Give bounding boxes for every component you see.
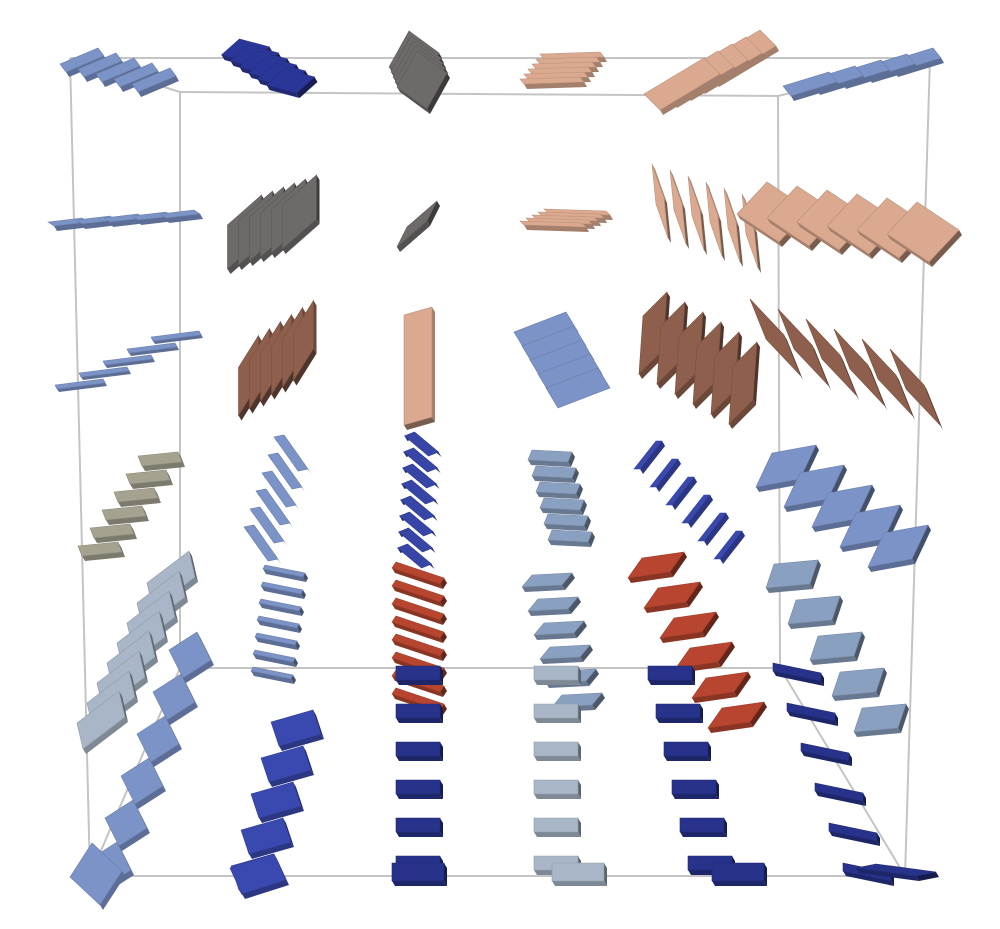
glyph-r5-c5 (627, 551, 767, 733)
glyph-r3-c4 (513, 311, 613, 409)
glyph-r4-c1 (77, 451, 185, 561)
glyph-r5-c3 (391, 561, 447, 715)
glyph-r7-c2 (229, 853, 289, 899)
glyph-r4-c2 (243, 434, 311, 564)
glyph-r1-c1 (59, 47, 179, 97)
glyph-r2-c1 (47, 209, 203, 231)
glyph-r1-c4 (519, 51, 607, 89)
glyph-r3-c2 (238, 299, 317, 421)
glyph-r5-c6 (765, 559, 909, 737)
glyph-r2-c6 (736, 181, 962, 267)
glyph-r3-c5 (638, 291, 760, 429)
frame-edge (779, 667, 906, 877)
glyph-r1-c2 (220, 38, 318, 98)
glyph-r7-c1 (69, 842, 125, 910)
glyph-r4-c3 (396, 431, 442, 569)
glyph-r6-c6 (772, 662, 894, 886)
glyph-r3-c6 (749, 298, 943, 430)
glyph-r4-c4 (527, 449, 595, 547)
glyph-r1-c3 (388, 30, 450, 114)
glyph-layer (47, 29, 962, 910)
glyph-r6-c1 (88, 631, 214, 893)
glyph-r7-c5 (711, 862, 767, 886)
frame-edge (69, 57, 91, 877)
glyph-r1-c6 (782, 47, 944, 101)
glyph-r3-c1 (54, 330, 203, 392)
glyph-r5-c4 (521, 572, 605, 712)
glyph-r7-c4 (551, 862, 607, 886)
glyph-r1-c5 (643, 29, 779, 115)
glyph-r7-c3 (391, 862, 447, 886)
glyph-r7-c6 (855, 863, 939, 881)
glyph-r3-c3 (403, 306, 435, 430)
frame-edge (904, 57, 931, 877)
glyph-r4-c5 (633, 440, 745, 564)
glyph-r4-c6 (755, 444, 931, 572)
glyph-r2-c2 (227, 174, 320, 274)
glyph-r5-c2 (250, 564, 308, 684)
glyph-r6-c4 (533, 665, 581, 875)
glyph-r2-c4 (519, 208, 613, 232)
glyph-r2-c3 (396, 200, 440, 252)
glyph-r2-c5 (651, 163, 761, 273)
glyph-r5-c1 (76, 550, 198, 754)
